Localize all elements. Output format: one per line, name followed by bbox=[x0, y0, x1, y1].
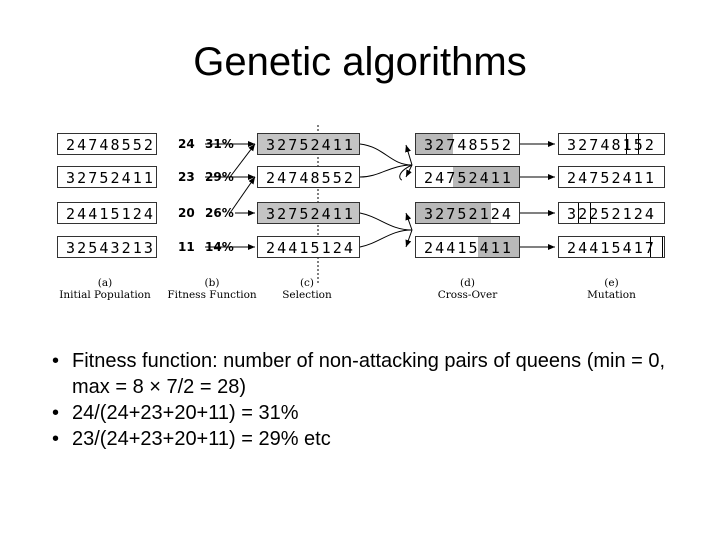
selection-box: 24415124 bbox=[257, 236, 360, 258]
bullet-item: •23/(24+23+20+11) = 29% etc bbox=[52, 428, 331, 450]
mutation-box: 32252124 bbox=[558, 202, 665, 224]
population-box: 32752411 bbox=[57, 166, 157, 188]
fitness-percent: 14% bbox=[205, 240, 234, 254]
fitness-score: 20 bbox=[178, 206, 195, 220]
genetic-algorithm-diagram: 24748552 32752411 24415124 32543213 24 3… bbox=[50, 125, 680, 315]
caption-a: (a)Initial Population bbox=[59, 277, 151, 301]
crossover-box: 32752124 bbox=[415, 202, 520, 224]
crossover-box: 32748552 bbox=[415, 133, 520, 155]
fitness-score: 11 bbox=[178, 240, 195, 254]
caption-d: (d)Cross-Over bbox=[437, 277, 498, 301]
mutated-gene-marker bbox=[626, 134, 639, 154]
bullet-item: •24/(24+23+20+11) = 31% bbox=[52, 402, 299, 424]
caption-e: (e)Mutation bbox=[587, 277, 636, 301]
fitness-score: 23 bbox=[178, 170, 195, 184]
mutated-gene-marker bbox=[578, 203, 591, 223]
bullet-list: •Fitness function: number of non-attacki… bbox=[52, 348, 692, 452]
crossover-box: 24752411 bbox=[415, 166, 520, 188]
population-box: 24415124 bbox=[57, 202, 157, 224]
mutation-box: 32748152 bbox=[558, 133, 665, 155]
fitness-score: 24 bbox=[178, 137, 195, 151]
bullet-item: •Fitness function: number of non-attacki… bbox=[52, 350, 666, 398]
fitness-percent: 29% bbox=[205, 170, 234, 184]
caption-c: (c)Selection bbox=[282, 277, 332, 301]
population-box: 32543213 bbox=[57, 236, 157, 258]
fitness-percent: 31% bbox=[205, 137, 234, 151]
population-box: 24748552 bbox=[57, 133, 157, 155]
selection-box: 32752411 bbox=[257, 133, 360, 155]
mutated-gene-marker bbox=[650, 237, 663, 257]
caption-b: (b)Fitness Function bbox=[167, 277, 257, 301]
mutation-box: 24752411 bbox=[558, 166, 665, 188]
selection-box: 24748552 bbox=[257, 166, 360, 188]
crossover-box: 24415411 bbox=[415, 236, 520, 258]
slide-title: Genetic algorithms bbox=[193, 40, 527, 84]
fitness-percent: 26% bbox=[205, 206, 234, 220]
mutation-box: 24415417 bbox=[558, 236, 665, 258]
selection-box: 32752411 bbox=[257, 202, 360, 224]
